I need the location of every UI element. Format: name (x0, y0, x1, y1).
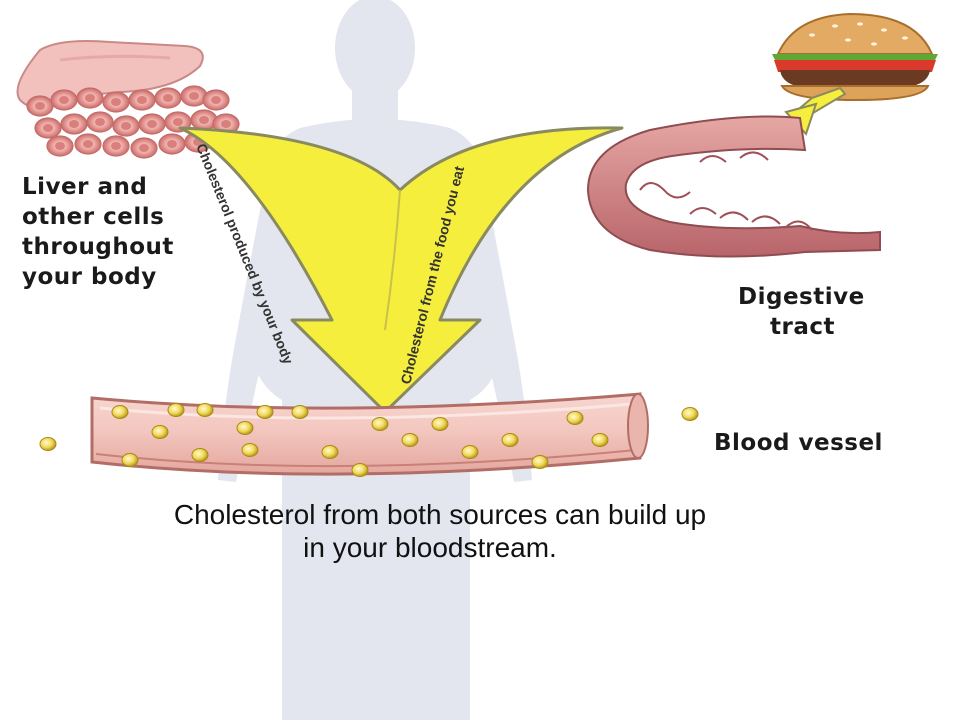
cholesterol-particle (236, 421, 254, 435)
cholesterol-arrow (178, 126, 624, 414)
cell-nucleus (83, 140, 93, 148)
cholesterol-particle (351, 463, 369, 477)
cell-nucleus (111, 98, 121, 106)
cell-nucleus (43, 124, 53, 132)
cholesterol-particle (39, 437, 57, 451)
cholesterol-particle (196, 403, 214, 417)
cholesterol-particle (401, 433, 419, 447)
cholesterol-particle (531, 455, 549, 469)
cell-nucleus (35, 102, 45, 110)
body-cells-cluster (26, 85, 240, 159)
cholesterol-particle (461, 445, 479, 459)
cell-nucleus (167, 140, 177, 148)
cell-nucleus (163, 94, 173, 102)
liver-label-line-4: your body (22, 264, 157, 290)
cell-nucleus (139, 144, 149, 152)
cholesterol-particle (151, 425, 169, 439)
cholesterol-particle (291, 405, 309, 419)
liver-label-line-1: Liver and (22, 174, 148, 200)
cholesterol-particle (566, 411, 584, 425)
cell-nucleus (199, 116, 209, 124)
cholesterol-particles (39, 403, 699, 477)
cell-nucleus (221, 120, 231, 128)
cell-nucleus (211, 96, 221, 104)
cell-nucleus (121, 122, 131, 130)
cell-nucleus (55, 142, 65, 150)
cholesterol-particle (501, 433, 519, 447)
hamburger-icon (772, 12, 938, 102)
cholesterol-particle (256, 405, 274, 419)
cholesterol-particle (431, 417, 449, 431)
cholesterol-particle (371, 417, 389, 431)
blood-vessel-label: Blood vessel (714, 430, 883, 456)
cholesterol-particle (681, 407, 699, 421)
caption-line-1: Cholesterol from both sources can build … (173, 499, 707, 530)
cholesterol-particle (111, 405, 129, 419)
cell-nucleus (173, 118, 183, 126)
cholesterol-particle (167, 403, 185, 417)
liver-label-line-2: other cells (22, 204, 165, 230)
liver-label-line-3: throughout (22, 234, 174, 260)
cell-nucleus (69, 120, 79, 128)
cell-nucleus (59, 96, 69, 104)
digestive-label-line-1: Digestive (738, 284, 865, 310)
cholesterol-particle (321, 445, 339, 459)
cell-nucleus (85, 94, 95, 102)
cholesterol-particle (241, 443, 259, 457)
digestive-tract-illustration (586, 115, 881, 258)
caption-line-2: in your bloodstream. (303, 532, 557, 563)
cholesterol-particle (591, 433, 609, 447)
cell-nucleus (189, 92, 199, 100)
cholesterol-particle (121, 453, 139, 467)
cholesterol-particle (191, 448, 209, 462)
cell-nucleus (111, 142, 121, 150)
cell-nucleus (137, 96, 147, 104)
diagram-caption: Cholesterol from both sources can build … (0, 498, 960, 564)
digestive-tract-label: Digestive tract (738, 282, 865, 342)
cell-nucleus (95, 118, 105, 126)
digestive-label-line-2: tract (770, 314, 835, 340)
cell-nucleus (147, 120, 157, 128)
liver-cells-label: Liver and other cells throughout your bo… (22, 172, 174, 292)
